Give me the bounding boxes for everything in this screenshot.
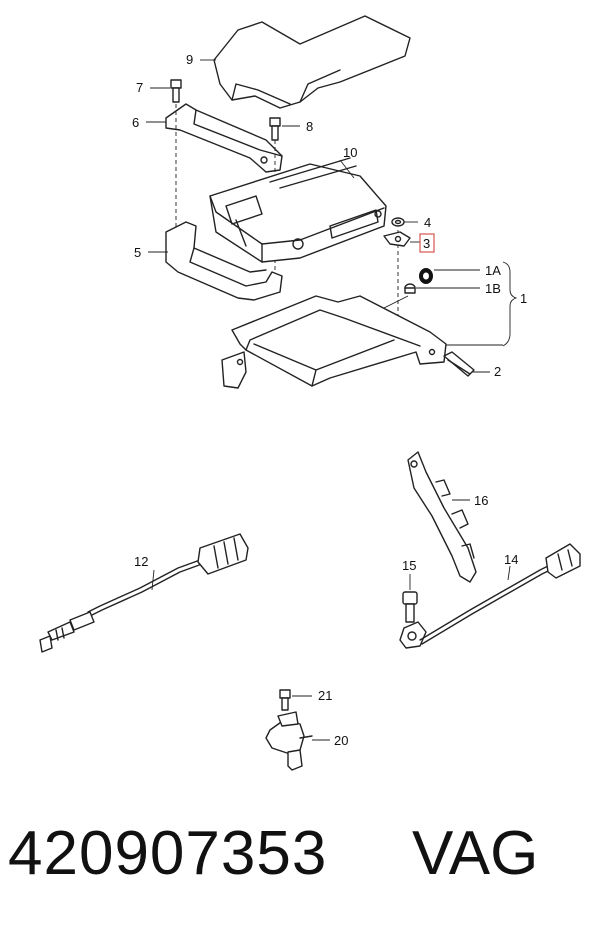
leader-10 xyxy=(339,159,355,179)
label-2: 2 xyxy=(494,364,501,379)
part-1b-bushing xyxy=(404,283,416,294)
part-16-bracket xyxy=(407,451,477,583)
part-2-screw xyxy=(443,351,475,377)
highlight-box xyxy=(419,233,435,253)
leader-1b-link xyxy=(379,295,409,311)
part-14-knock-sensor xyxy=(399,543,581,649)
label-6: 6 xyxy=(132,115,139,130)
label-14: 14 xyxy=(504,552,518,567)
label-12: 12 xyxy=(134,554,148,569)
part-8-bolt xyxy=(269,117,281,141)
part-10-control-unit xyxy=(209,157,387,263)
leader-12 xyxy=(151,569,155,591)
part-21-bolt xyxy=(279,689,291,711)
part-5-bracket xyxy=(165,221,283,301)
part-3-clip xyxy=(383,231,411,247)
label-1: 1 xyxy=(520,291,527,306)
label-8: 8 xyxy=(306,119,313,134)
label-9: 9 xyxy=(186,52,193,67)
label-10: 10 xyxy=(343,145,357,160)
label-16: 16 xyxy=(474,493,488,508)
label-5: 5 xyxy=(134,245,141,260)
label-1a: 1A xyxy=(485,263,501,278)
label-7: 7 xyxy=(136,80,143,95)
label-15: 15 xyxy=(402,558,416,573)
brand-text: VAG xyxy=(412,819,539,888)
leader-14 xyxy=(507,565,511,581)
label-1b: 1B xyxy=(485,281,501,296)
part-20-sensor xyxy=(265,711,313,771)
part-9-cover xyxy=(213,15,411,109)
label-3: 3 xyxy=(423,236,430,251)
label-4: 4 xyxy=(424,215,431,230)
part-15-bolt xyxy=(402,591,418,623)
group-brace-1 xyxy=(502,261,518,347)
part-1-base-bracket xyxy=(221,295,447,389)
part-4-nut xyxy=(391,217,405,227)
part-6-bracket xyxy=(165,103,283,173)
label-21: 21 xyxy=(318,688,332,703)
part-7-bolt xyxy=(170,79,182,103)
part-1a-grommet xyxy=(419,268,433,284)
part-number-text: 420907353 xyxy=(8,819,328,888)
part-12-sensor-cable xyxy=(39,533,249,653)
label-20: 20 xyxy=(334,733,348,748)
